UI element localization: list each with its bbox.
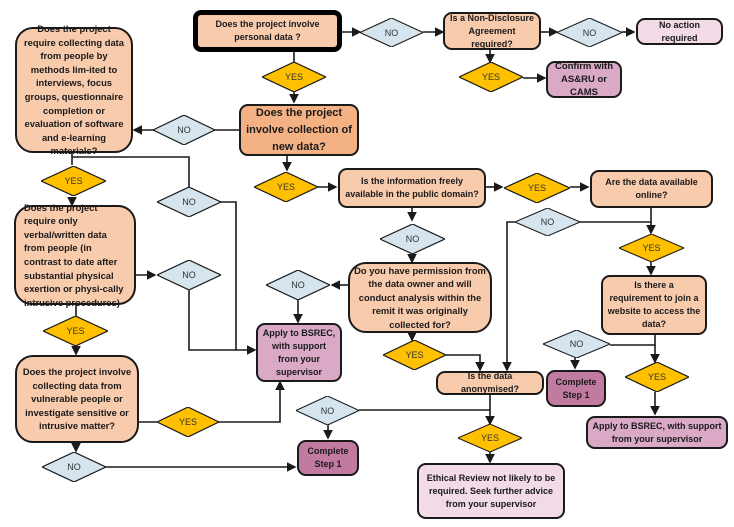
- outcome-no-action: No action required: [636, 18, 723, 45]
- no-diamond: NO: [153, 115, 215, 145]
- connector: [610, 335, 656, 346]
- connector: [72, 156, 190, 187]
- no-diamond: NO: [157, 260, 221, 290]
- question-join-website: Is there a requirement to join a website…: [601, 275, 707, 335]
- no-diamond: NO: [42, 452, 106, 482]
- yes-diamond: YES: [625, 362, 689, 392]
- outcome-confirm-asru-cams: Confirm with AS&RU or CAMS: [546, 61, 622, 98]
- connector: [218, 380, 285, 423]
- connector: [220, 201, 257, 355]
- outcome-apply-bsrec-right: Apply to BSREC, with support from your s…: [586, 416, 728, 449]
- no-diamond: NO: [266, 270, 330, 300]
- no-diamond: NO: [380, 224, 445, 254]
- question-personal-data: Does the project involve personal data ?: [193, 10, 342, 52]
- question-anonymised: Is the data anonymised?: [436, 371, 544, 395]
- yes-diamond: YES: [619, 234, 684, 262]
- question-vulnerable: Does the project involve collecting data…: [15, 355, 139, 443]
- question-permission: Do you have permission from the data own…: [348, 262, 492, 333]
- yes-diamond: YES: [458, 424, 522, 452]
- yes-diamond: YES: [459, 62, 523, 92]
- no-diamond: NO: [557, 18, 622, 47]
- yes-diamond: YES: [383, 340, 446, 370]
- outcome-apply-bsrec-mid: Apply to BSREC, with support from your s…: [256, 323, 342, 382]
- no-diamond: NO: [543, 330, 610, 358]
- no-diamond: NO: [515, 208, 580, 236]
- question-public-domain: Is the information freely available in t…: [338, 168, 486, 208]
- no-diamond: NO: [157, 187, 221, 217]
- yes-diamond: YES: [504, 173, 570, 203]
- outcome-complete-step1-bottom: Complete Step 1: [297, 440, 359, 476]
- yes-diamond: YES: [157, 407, 219, 437]
- question-available-online: Are the data available online?: [590, 170, 713, 208]
- question-methods-limited: Does the project require collecting data…: [15, 23, 133, 156]
- outcome-ethical-review: Ethical Review not likely to be required…: [417, 463, 565, 519]
- no-diamond: NO: [360, 18, 423, 47]
- connector: [446, 354, 485, 372]
- no-diamond: NO: [296, 396, 359, 425]
- connector: [502, 221, 515, 372]
- yes-diamond: YES: [43, 316, 108, 346]
- question-verbal-written: Does the project require only verbal/wri…: [14, 202, 136, 308]
- yes-diamond: YES: [41, 166, 106, 196]
- connector: [188, 290, 236, 351]
- yes-diamond: YES: [262, 62, 326, 92]
- yes-diamond: YES: [254, 172, 318, 202]
- outcome-complete-step1-right: Complete Step 1: [546, 370, 606, 407]
- question-new-data: Does the project involve collection of n…: [239, 104, 359, 156]
- question-nda: Is a Non-Disclosure Agreement required?: [443, 12, 541, 50]
